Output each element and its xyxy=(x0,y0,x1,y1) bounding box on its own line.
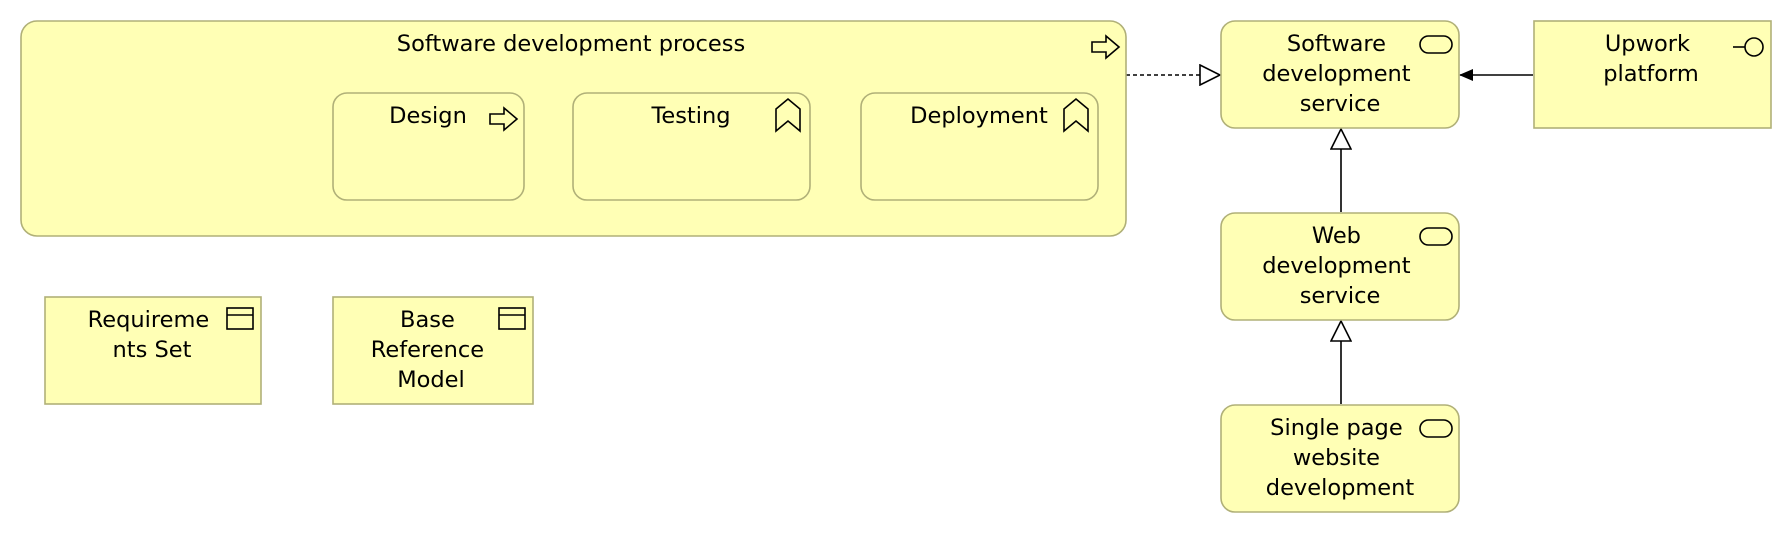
testing-node[interactable]: Testing xyxy=(572,92,811,201)
software-development-process-label: Software development process xyxy=(397,31,745,57)
testing-label: Testing xyxy=(650,103,730,129)
base-reference-model-label: Base Reference Model xyxy=(371,307,491,393)
interface-lollipop-icon xyxy=(1733,37,1764,57)
service-pill-icon xyxy=(1419,419,1453,438)
service-pill-icon xyxy=(1419,227,1453,246)
base-reference-model-node[interactable]: Base Reference Model xyxy=(332,296,534,405)
function-chevron-icon xyxy=(1063,97,1089,133)
web-development-service-label: Web development service xyxy=(1262,223,1418,309)
process-arrow-icon xyxy=(1091,34,1121,60)
web-development-service-node[interactable]: Web development service xyxy=(1220,212,1460,321)
software-development-service-label: Software development service xyxy=(1262,31,1418,117)
deployment-node[interactable]: Deployment xyxy=(860,92,1099,201)
software-development-service-node[interactable]: Software development service xyxy=(1220,20,1460,129)
process-arrow-icon xyxy=(489,106,519,132)
requirements-set-node[interactable]: Requireme nts Set xyxy=(44,296,262,405)
function-chevron-icon xyxy=(775,97,801,133)
business-object-icon xyxy=(498,307,526,330)
requirements-set-label: Requireme nts Set xyxy=(88,307,217,363)
single-page-website-development-node[interactable]: Single page website development xyxy=(1220,404,1460,513)
design-label: Design xyxy=(389,103,467,129)
service-pill-icon xyxy=(1419,35,1453,54)
upwork-platform-label: Upwork platform xyxy=(1603,31,1699,87)
business-object-icon xyxy=(226,307,254,330)
upwork-platform-node[interactable]: Upwork platform xyxy=(1533,20,1772,129)
single-page-website-development-label: Single page website development xyxy=(1266,415,1415,501)
design-node[interactable]: Design xyxy=(332,92,525,201)
deployment-label: Deployment xyxy=(910,103,1048,129)
